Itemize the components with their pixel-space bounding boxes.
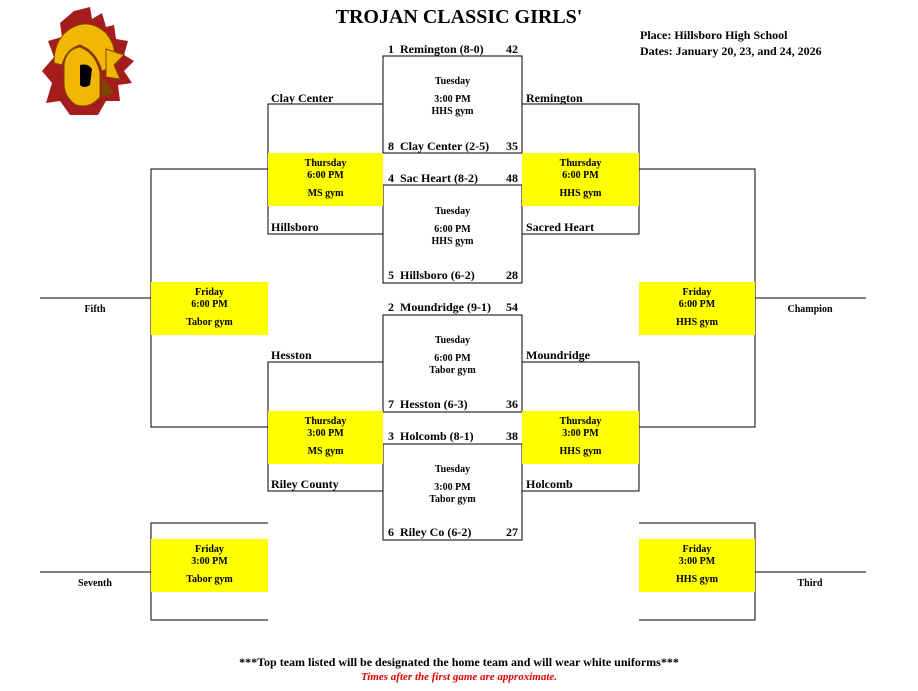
place-text: Place: Hillsboro High School: [640, 28, 788, 42]
team-name: Hillsboro: [271, 220, 319, 234]
game-info: Tuesday 6:00 PM Tabor gym: [429, 335, 476, 376]
team-name: Riley County: [271, 477, 339, 491]
game-box-champ: Friday 6:00 PM HHS gym: [639, 282, 755, 335]
game-box-third: Friday 3:00 PM HHS gym: [639, 539, 755, 592]
seed-team-row: 3 Holcomb (8-1)38: [388, 429, 518, 443]
seed-team-row: 2 Moundridge (9-1)54: [388, 300, 518, 314]
seed-team-row: 8 Clay Center (2-5)35: [388, 139, 518, 153]
times-note: Times after the first game are approxima…: [360, 671, 558, 683]
seed-team-row: 5 Hillsboro (6-2)28: [388, 268, 518, 282]
seed-team-row: 6 Riley Co (6-2)27: [388, 525, 518, 539]
seed-team-row: 4 Sac Heart (8-2)48: [388, 171, 518, 185]
game-box-seventh: Friday 3:00 PM Tabor gym: [151, 539, 268, 592]
result-fifth: Fifth: [84, 304, 106, 315]
team-name: Sacred Heart: [526, 220, 595, 234]
game-info: Tuesday 6:00 PM HHS gym: [431, 206, 474, 247]
team-name: Hesston: [271, 348, 312, 362]
team-name: Remington: [526, 91, 583, 105]
seed-team-row: 7 Hesston (6-3)36: [388, 397, 518, 411]
trojan-logo: [42, 7, 134, 115]
team-name: Clay Center: [271, 91, 334, 105]
game-info: Tuesday 3:00 PM Tabor gym: [429, 464, 476, 505]
team-name: Holcomb: [526, 477, 573, 491]
result-third: Third: [797, 578, 823, 589]
page-title: TROJAN CLASSIC GIRLS': [335, 6, 583, 28]
result-seventh: Seventh: [78, 578, 112, 589]
home-team-note: ***Top team listed will be designated th…: [239, 655, 679, 669]
game-box-semi-bot: Thursday 3:00 PM HHS gym: [522, 411, 639, 464]
team-name: Moundridge: [526, 348, 591, 362]
seed-team-row: 1 Remington (8-0)42: [388, 42, 518, 56]
dates-text: Dates: January 20, 23, and 24, 2026: [640, 44, 822, 58]
game-box-fifth: Friday 6:00 PM Tabor gym: [151, 282, 268, 335]
game-box-semi-top: Thursday 6:00 PM HHS gym: [522, 153, 639, 206]
game-info: Tuesday 3:00 PM HHS gym: [431, 76, 474, 117]
game-box-cons-top: Thursday 6:00 PM MS gym: [268, 153, 383, 206]
result-champion: Champion: [787, 304, 833, 315]
game-box-cons-bot: Thursday 3:00 PM MS gym: [268, 411, 383, 464]
